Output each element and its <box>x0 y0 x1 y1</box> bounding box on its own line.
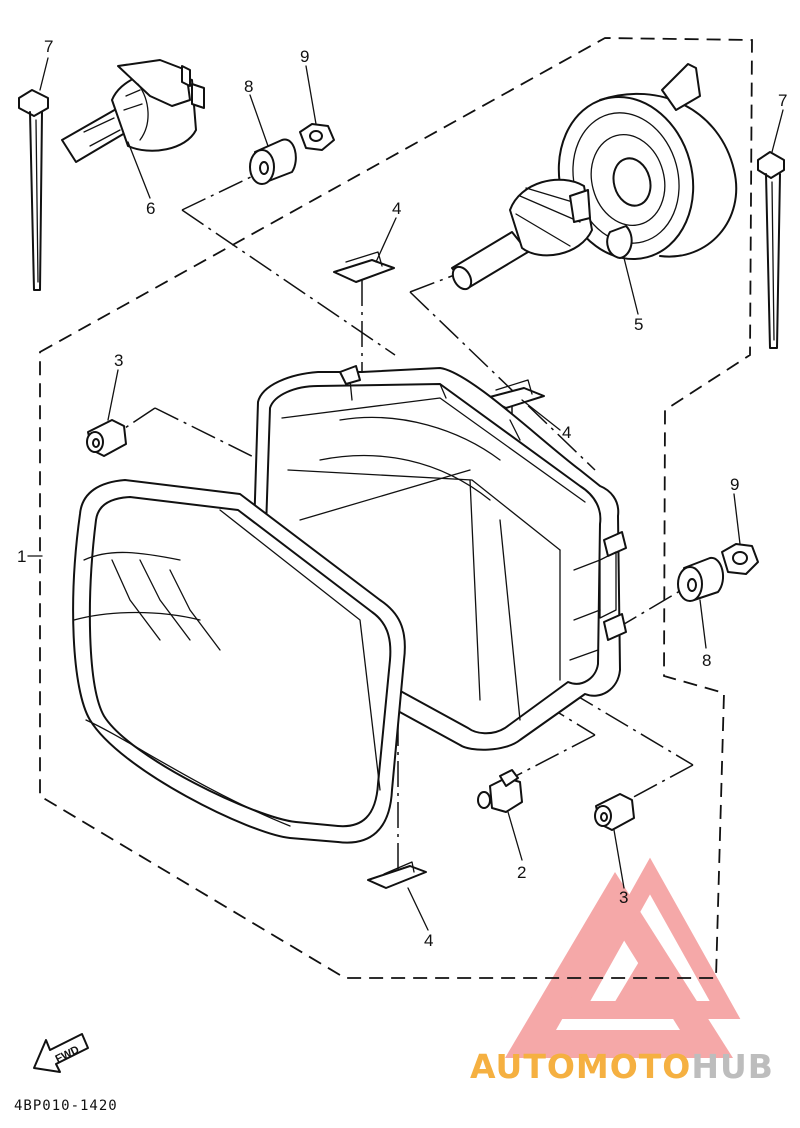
callout-labels: 1 2 3 3 4 4 4 5 6 7 7 8 8 9 9 <box>17 37 787 950</box>
callout-4-right: 4 <box>562 423 571 442</box>
socket-part-3-right <box>594 793 635 831</box>
callout-7-left: 7 <box>44 37 53 56</box>
fwd-arrow: FWD <box>33 1033 89 1073</box>
callout-8-upper: 8 <box>244 77 253 96</box>
grommet-upper-part-8 <box>249 138 297 185</box>
clip-part-4-top <box>333 251 395 283</box>
watermark-brand-part1: AUTOMOTO <box>470 1047 691 1086</box>
drawing-code: 4BP010-1420 <box>14 1098 118 1114</box>
callout-6: 6 <box>146 199 155 218</box>
cable-tie-left <box>18 89 49 291</box>
callout-1: 1 <box>17 547 26 566</box>
callout-2: 2 <box>517 863 526 882</box>
cable-tie-right <box>757 151 785 349</box>
callout-leaders <box>27 57 784 931</box>
clip-part-4-bottom <box>367 861 427 889</box>
callout-7-right: 7 <box>778 91 787 110</box>
callout-8-lower: 8 <box>702 651 711 670</box>
headlight-lens <box>72 479 406 844</box>
callout-4-bottom: 4 <box>424 931 433 950</box>
callout-3-right: 3 <box>619 888 628 907</box>
callout-4-top: 4 <box>392 199 401 218</box>
nut-lower-part-9 <box>721 543 759 575</box>
watermark-brand: AUTOMOTOHUB <box>470 1047 774 1086</box>
socket-part-3-left <box>86 419 127 457</box>
callout-5: 5 <box>634 315 643 334</box>
assembly-boundary <box>39 37 753 979</box>
bulb-part-6 <box>61 59 205 163</box>
nut-upper-part-9 <box>299 123 335 151</box>
callout-9-upper: 9 <box>300 47 309 66</box>
grommet-lower-part-8 <box>677 556 725 602</box>
socket-and-bulb-part-5 <box>451 63 738 291</box>
callout-3-left: 3 <box>114 351 123 370</box>
callout-9-lower: 9 <box>730 475 739 494</box>
watermark-brand-part2: HUB <box>691 1047 774 1086</box>
holder-part-2 <box>477 769 523 813</box>
